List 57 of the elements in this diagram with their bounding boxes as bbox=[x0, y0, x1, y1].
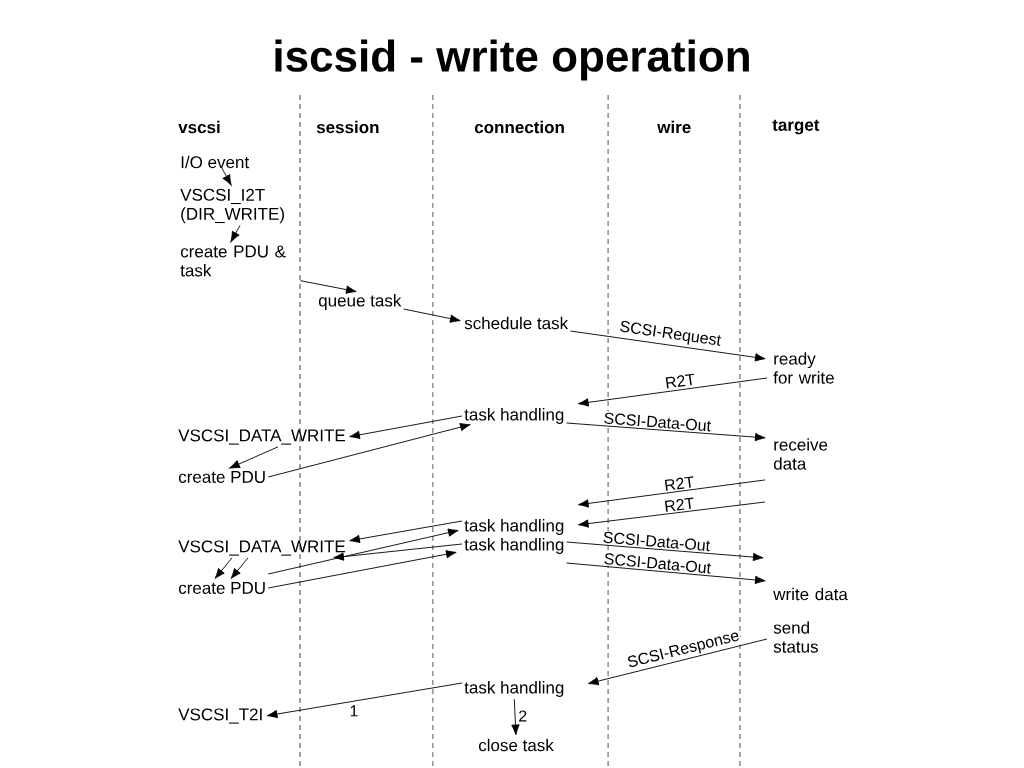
lane-header: target bbox=[772, 119, 820, 135]
arrow bbox=[299, 280, 357, 294]
arrow bbox=[267, 423, 471, 478]
step-text: I/O event bbox=[181, 155, 250, 169]
step-text: write data bbox=[773, 587, 848, 601]
step-text: send status bbox=[773, 621, 818, 653]
step-text: queue task bbox=[318, 294, 402, 310]
arrow bbox=[229, 446, 279, 469]
step-text: task handling bbox=[464, 519, 564, 535]
edge-label: R2T bbox=[664, 497, 694, 512]
arrow bbox=[566, 422, 766, 442]
lane-header: connection bbox=[474, 120, 564, 134]
step-text: task handling bbox=[464, 408, 564, 424]
edge-label: R2T bbox=[664, 476, 694, 491]
edge-label: 1 bbox=[350, 705, 358, 717]
arrow bbox=[267, 528, 459, 575]
step-text: VSCSI_DATA_WRITE bbox=[178, 540, 345, 556]
arrow bbox=[230, 557, 249, 579]
step-text: VSCSI_I2T (DIR_WRITE) bbox=[180, 188, 284, 224]
arrow bbox=[569, 330, 766, 362]
step-text: create PDU bbox=[178, 471, 265, 483]
arrow bbox=[220, 166, 232, 186]
lane-header: session bbox=[316, 120, 379, 134]
step-text: VSCSI_T2I bbox=[178, 708, 262, 724]
step-text: task handling bbox=[464, 681, 564, 697]
arrow bbox=[214, 557, 233, 579]
step-text: close task bbox=[478, 738, 554, 752]
arrow bbox=[333, 543, 463, 561]
edge-label: 2 bbox=[519, 710, 527, 722]
arrow bbox=[230, 224, 241, 243]
arrow bbox=[349, 520, 463, 544]
step-text: create PDU & task bbox=[180, 245, 286, 277]
edge-label: SCSI-Data-Out bbox=[604, 553, 712, 574]
step-text: task handling bbox=[464, 538, 564, 554]
arrow bbox=[577, 501, 766, 528]
arrow bbox=[266, 682, 463, 719]
step-text: receive data bbox=[773, 438, 828, 470]
edge-label: R2T bbox=[665, 373, 695, 389]
arrow bbox=[349, 415, 463, 439]
step-text: schedule task bbox=[464, 316, 569, 330]
edge-label: SCSI-Request bbox=[620, 320, 722, 346]
arrow bbox=[566, 562, 766, 585]
title: iscsid - write operation bbox=[275, 39, 749, 81]
lane-header: vscsi bbox=[178, 120, 220, 134]
arrow bbox=[511, 698, 520, 736]
step-text: ready for write bbox=[773, 352, 834, 384]
arrow bbox=[403, 308, 461, 323]
arrow bbox=[577, 479, 766, 508]
step-text: VSCSI_DATA_WRITE bbox=[178, 429, 345, 445]
arrow bbox=[267, 550, 457, 589]
arrow bbox=[587, 638, 768, 686]
lane-header: wire bbox=[657, 120, 691, 134]
arrow bbox=[566, 541, 764, 562]
edge-label: SCSI-Data-Out bbox=[603, 531, 711, 552]
step-text: create PDU bbox=[178, 582, 265, 594]
edge-label: SCSI-Data-Out bbox=[604, 412, 711, 432]
arrow bbox=[577, 377, 768, 407]
